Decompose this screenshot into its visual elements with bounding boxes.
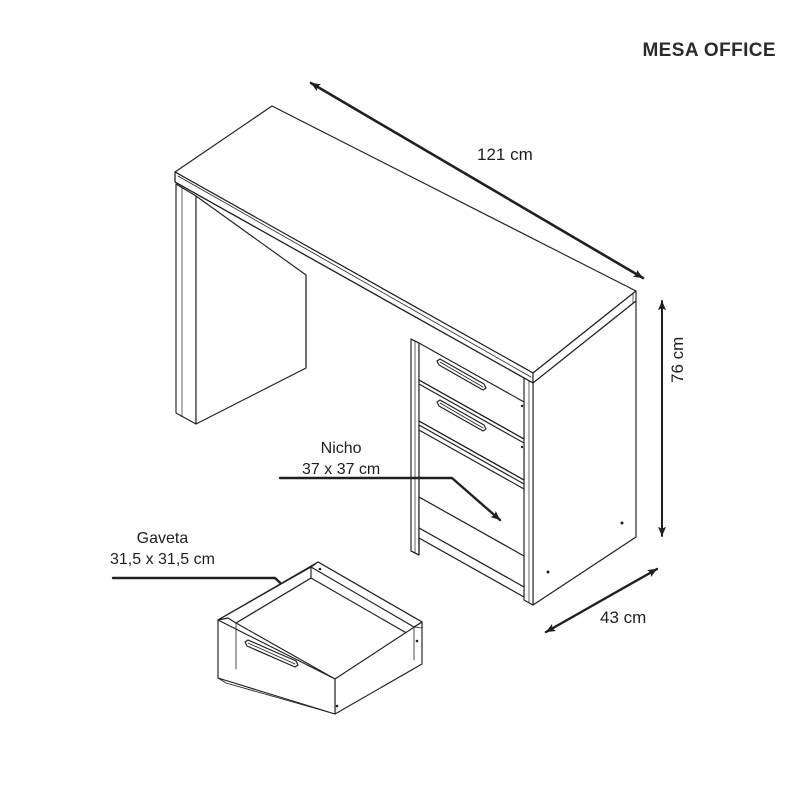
dimension-label-depth: 43 cm bbox=[600, 608, 647, 627]
upper-drawer-handle[interactable] bbox=[436, 358, 487, 391]
upper-drawer-front bbox=[418, 342, 525, 440]
callout-gaveta: Gaveta 31,5 x 31,5 cm bbox=[110, 528, 215, 570]
callout-gaveta-title: Gaveta bbox=[136, 530, 189, 547]
dimension-arrow-width bbox=[309, 81, 645, 280]
dimension-label-width: 121 cm bbox=[477, 145, 533, 164]
right-side-panel bbox=[523, 300, 637, 606]
exploded-drawer-box bbox=[217, 561, 423, 715]
dimension-arrow-depth bbox=[544, 567, 659, 634]
drawer-box-handle[interactable] bbox=[244, 639, 299, 668]
lower-drawer-front bbox=[418, 383, 525, 481]
dimension-label-height: 76 cm bbox=[668, 336, 687, 383]
callout-nicho-title: Nicho bbox=[320, 440, 362, 457]
open-niche bbox=[410, 424, 525, 598]
left-side-panel-leg bbox=[175, 183, 307, 425]
callout-nicho: Nicho 37 x 37 cm bbox=[302, 438, 380, 480]
drawer-unit-divider-panel bbox=[410, 338, 420, 556]
callout-nicho-dims: 37 x 37 cm bbox=[302, 461, 381, 479]
nicho-leader-line bbox=[278, 476, 502, 522]
callout-gaveta-dims: 31,5 x 31,5 cm bbox=[110, 551, 215, 569]
page-title: MESA OFFICE bbox=[642, 40, 776, 61]
lower-drawer-handle[interactable] bbox=[436, 399, 487, 432]
